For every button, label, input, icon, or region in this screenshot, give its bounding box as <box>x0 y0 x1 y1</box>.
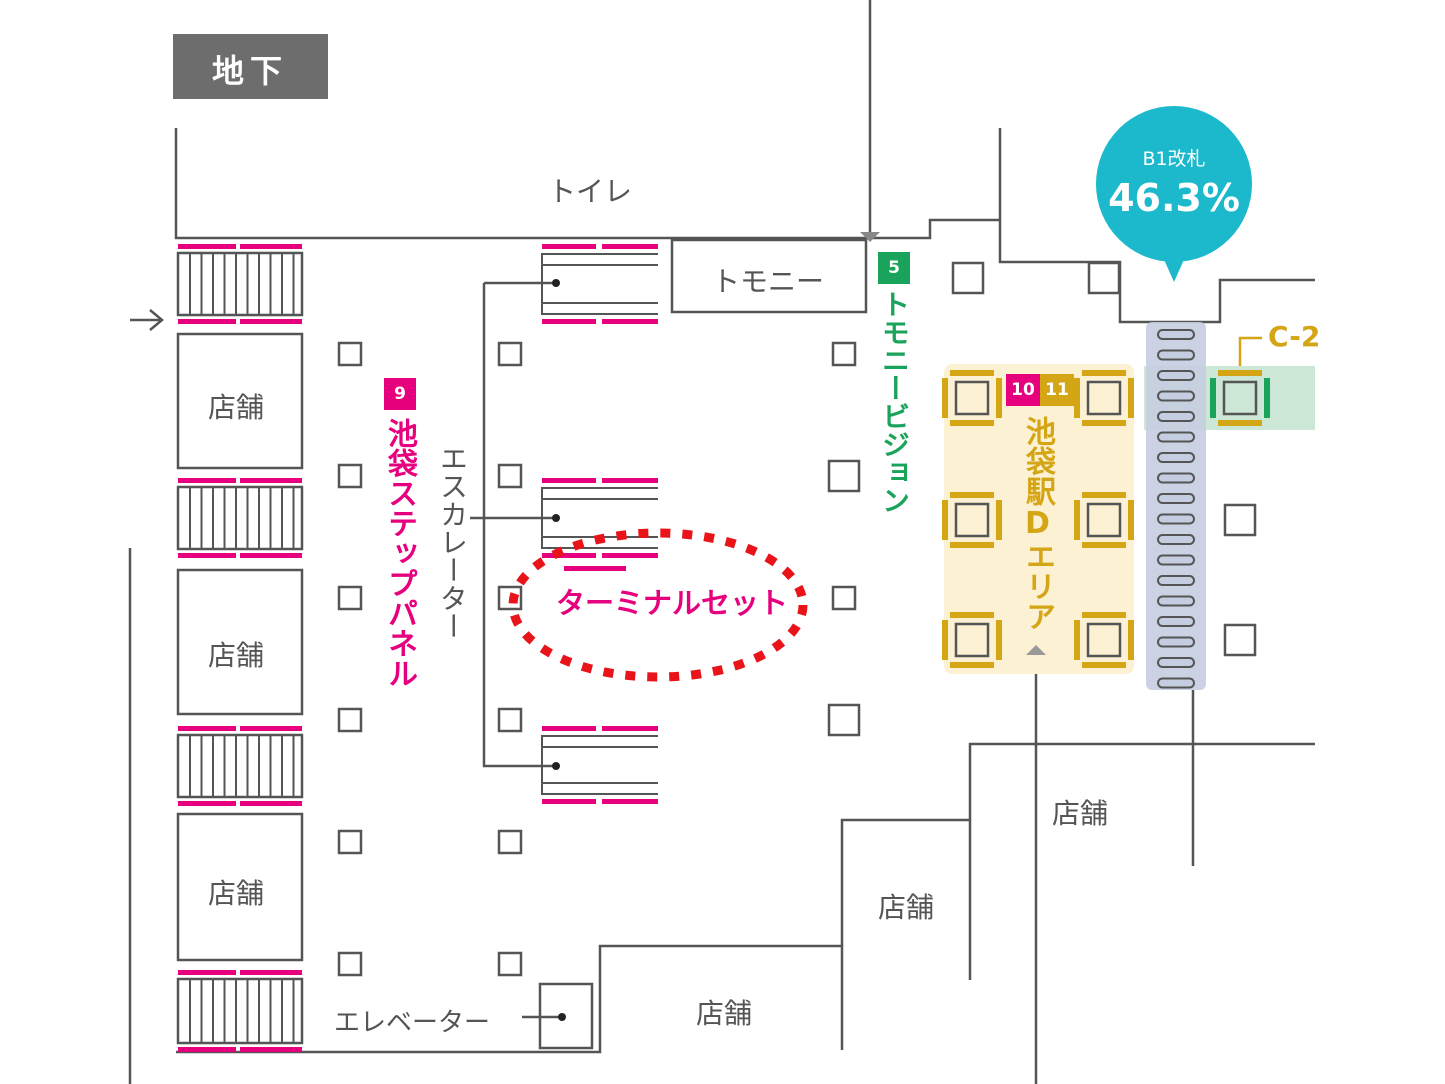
ticket-gate <box>1157 657 1195 668</box>
gate-bubble-label: B1改札 <box>1142 148 1206 170</box>
d-area-number-11: 11 <box>1040 374 1074 406</box>
seat-bench <box>1074 370 1134 426</box>
step-panel-number: 9 <box>384 378 416 410</box>
terminal-set-highlight <box>508 528 808 682</box>
seat-bench <box>942 612 1002 668</box>
escalator <box>541 726 658 804</box>
pillar <box>497 707 523 733</box>
gate-bubble <box>1096 106 1252 262</box>
ticket-gate <box>1157 493 1195 504</box>
ticket-gate <box>1157 452 1195 463</box>
floor-label: 地下 <box>212 52 289 90</box>
ticket-gate <box>1157 370 1195 381</box>
elevator-label: エレベーター <box>334 1008 491 1038</box>
stairs <box>176 478 304 558</box>
shop-label: 店舗 <box>878 891 935 924</box>
shop-label: 店舗 <box>696 997 753 1030</box>
escalator <box>541 478 658 558</box>
pillar <box>1087 261 1121 295</box>
ticket-gate <box>1157 390 1195 402</box>
ticket-gate <box>1157 595 1195 607</box>
ticket-gate <box>1157 616 1195 627</box>
pillar <box>337 951 363 977</box>
shop-label: 店舗 <box>208 639 265 672</box>
tomony-vision-number: 5 <box>878 252 910 284</box>
ticket-gate <box>1157 575 1195 586</box>
pillar <box>497 951 523 977</box>
seat-bench <box>942 492 1002 548</box>
escalators-group <box>541 244 658 804</box>
d-area-number-10: 10 <box>1006 374 1040 406</box>
seat-bench <box>1074 492 1134 548</box>
escalator-label: エスカレーター <box>436 444 469 640</box>
pillar <box>337 341 363 367</box>
seat-bench <box>1074 612 1134 668</box>
d-area-zone <box>944 364 1134 674</box>
pillar <box>337 829 363 855</box>
tomony-vision-label: トモニービジョン <box>878 290 911 514</box>
escalator <box>541 244 658 324</box>
pillar <box>497 341 523 367</box>
seat-bench <box>1210 370 1270 426</box>
pillar <box>337 707 363 733</box>
ticket-gate <box>1157 431 1195 443</box>
pillar <box>497 829 523 855</box>
step-panel-label: 池袋ステップパネル <box>382 418 417 688</box>
c2-label: C-2 <box>1268 320 1321 353</box>
pillar <box>827 459 861 493</box>
shop-label: 店舗 <box>1052 797 1109 830</box>
pillar <box>497 463 523 489</box>
d-area-label: 池袋駅Dエリア <box>1020 416 1055 631</box>
walls <box>128 0 1315 1084</box>
ticket-gate <box>1157 411 1195 422</box>
pillar <box>1223 503 1257 537</box>
terminal-set-label: ターミナルセット <box>556 586 789 620</box>
toilet-label: トイレ <box>548 175 633 208</box>
stairs <box>176 726 304 806</box>
pillar <box>1223 623 1257 657</box>
stairs <box>176 970 304 1052</box>
seat-bench <box>942 370 1002 426</box>
ticket-gate <box>1157 534 1195 545</box>
pillar <box>337 463 363 489</box>
shop-boxes <box>176 332 304 962</box>
gate-bubble-value: 46.3% <box>1108 176 1240 220</box>
pillar <box>497 585 523 611</box>
ticket-gate <box>1157 472 1195 484</box>
stairs-group <box>176 244 304 1052</box>
ticket-gate <box>1157 349 1195 361</box>
pillar <box>951 261 985 295</box>
ticket-gate <box>1157 677 1195 689</box>
ticket-gate <box>1157 636 1195 648</box>
shop-label: 店舗 <box>208 877 265 910</box>
pillar <box>831 341 857 367</box>
tomony-label: トモニー <box>712 265 825 298</box>
pillar <box>337 585 363 611</box>
ticket-gate <box>1157 329 1195 340</box>
pillar <box>831 585 857 611</box>
shop-label: 店舗 <box>208 391 265 424</box>
pillar <box>827 703 861 737</box>
stairs <box>176 244 304 324</box>
seats <box>942 370 1270 668</box>
ticket-gate <box>1157 513 1195 525</box>
floor-badge <box>173 34 328 99</box>
ticket-gate <box>1157 554 1195 566</box>
pillars <box>337 261 1257 977</box>
